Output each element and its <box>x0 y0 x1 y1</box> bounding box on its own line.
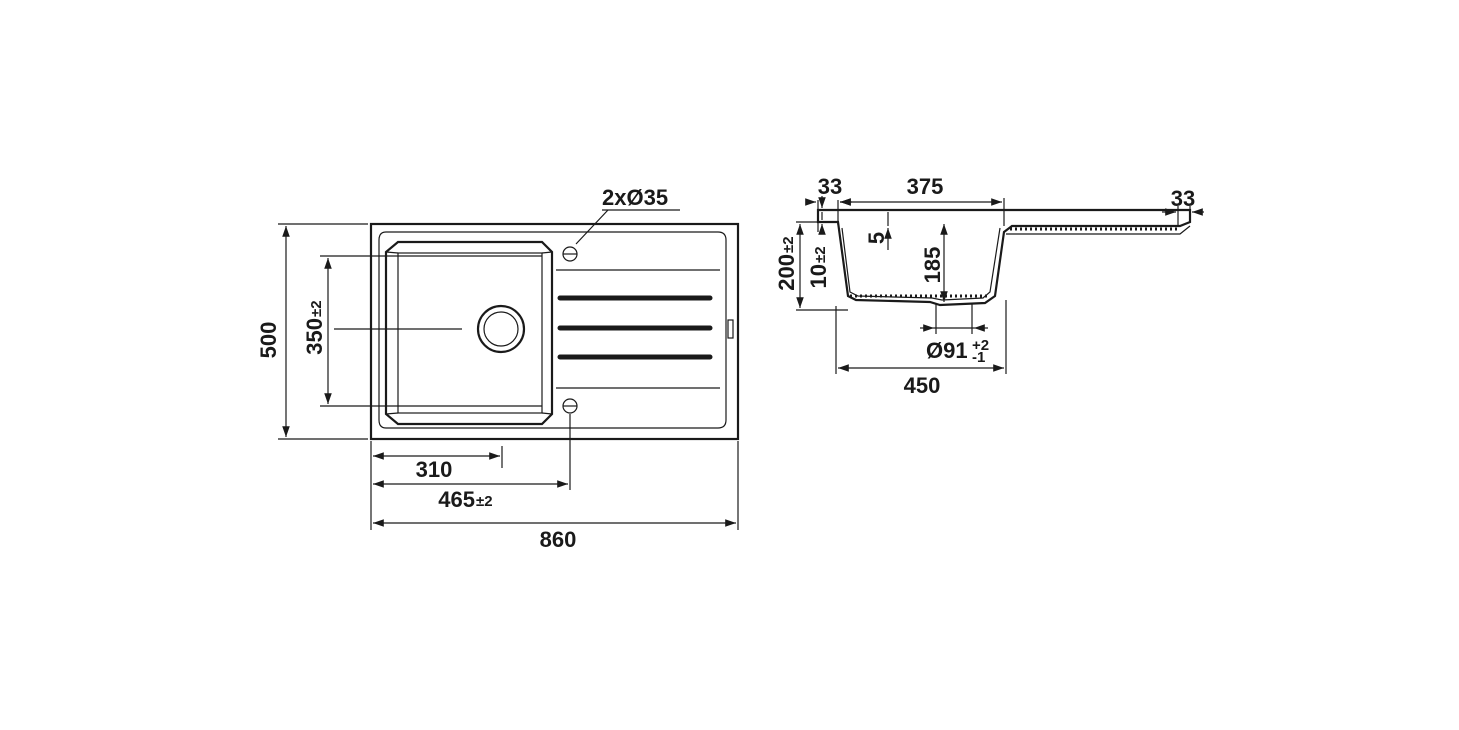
dim-drain-tol-minus: -1 <box>972 349 985 366</box>
dim-rim-height-tol: ±2 <box>812 246 829 263</box>
dim-holes-offset: 465 <box>438 487 475 512</box>
dim-drain-tol-plus: +2 <box>972 337 989 354</box>
drain-outer <box>476 304 526 354</box>
sink-outline <box>369 222 740 441</box>
dim-rim-left: 33 <box>818 174 842 199</box>
dim-holes-offset-tol: ±2 <box>476 493 493 510</box>
dim-bottom-thickness: 5 <box>864 232 889 244</box>
top-view: 2xØ35 500 350 ±2 310 465 ±2 860 <box>256 185 740 552</box>
dim-bowl-depth-tol: ±2 <box>308 300 325 317</box>
dim-overall-height-tol: ±2 <box>780 236 797 253</box>
bowl-inner <box>397 252 543 414</box>
dim-overall-height: 200 <box>774 254 799 291</box>
dim-bowl-width: 375 <box>907 174 944 199</box>
dim-depth-total: 500 <box>256 322 281 359</box>
bowl-outline <box>384 240 554 426</box>
dim-rim-right: 33 <box>1171 186 1195 211</box>
side-view: 33 375 33 5 185 200 ±2 10 ±2 <box>774 174 1204 398</box>
dim-width-total: 860 <box>540 527 577 552</box>
sink-rim <box>378 231 727 429</box>
overflow-slot <box>727 319 734 339</box>
dim-drain-diameter: Ø91 <box>926 338 968 363</box>
drain-inner <box>483 311 519 347</box>
dim-cabinet-width: 450 <box>904 373 941 398</box>
dim-bowl-depth: 350 <box>302 318 327 355</box>
holes-label: 2xØ35 <box>602 185 668 210</box>
dim-rim-height: 10 <box>806 264 831 288</box>
dim-bowl-height: 185 <box>920 247 945 284</box>
dim-bowl-offset: 310 <box>416 457 453 482</box>
